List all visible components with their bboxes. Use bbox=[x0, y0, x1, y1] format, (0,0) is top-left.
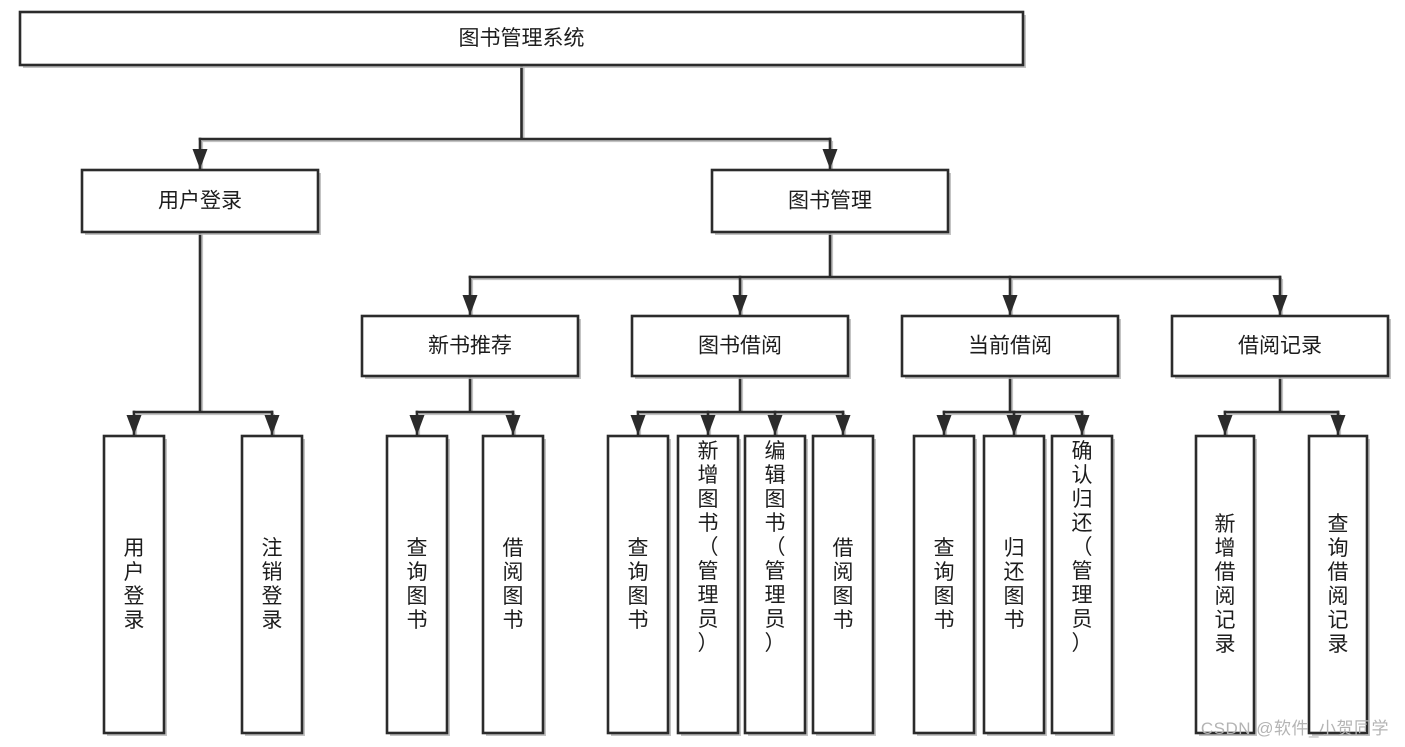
node-label: 编辑图书（管理员） bbox=[765, 440, 786, 655]
node-label: 查询图书 bbox=[628, 537, 649, 632]
node-label: 查询借阅记录 bbox=[1328, 513, 1349, 656]
arrow-head bbox=[835, 415, 851, 435]
node-box[interactable] bbox=[710, 168, 950, 234]
node-user-login[interactable]: 用户登录 bbox=[80, 168, 321, 235]
node-label: 归还图书 bbox=[1004, 537, 1025, 632]
node-box[interactable] bbox=[630, 314, 850, 378]
node-label: 图书借阅 bbox=[698, 335, 782, 358]
node-box[interactable] bbox=[1307, 434, 1369, 735]
node-leaf-query-book-borrow[interactable]: 查询图书 bbox=[606, 434, 671, 736]
arrow-head bbox=[1006, 415, 1022, 435]
node-current-borrow[interactable]: 当前借阅 bbox=[900, 314, 1121, 379]
node-leaf-borrow-book-recommend[interactable]: 借阅图书 bbox=[481, 434, 546, 736]
node-box[interactable] bbox=[982, 434, 1046, 735]
arrow-head bbox=[732, 295, 748, 315]
node-leaf-query-book-recommend[interactable]: 查询图书 bbox=[385, 434, 450, 736]
node-new-book-recommend[interactable]: 新书推荐 bbox=[360, 314, 581, 379]
arrow-head bbox=[126, 415, 142, 435]
arrow-head bbox=[767, 415, 783, 435]
node-label: 借阅图书 bbox=[833, 537, 854, 632]
arrow-head bbox=[630, 415, 646, 435]
node-label: 新书推荐 bbox=[428, 335, 512, 358]
node-box[interactable] bbox=[240, 434, 304, 735]
node-label: 用户登录 bbox=[158, 190, 242, 213]
arrow-head bbox=[192, 149, 208, 169]
node-label: 注销登录 bbox=[262, 537, 283, 632]
node-box[interactable] bbox=[912, 434, 976, 735]
arrow-head bbox=[264, 415, 280, 435]
node-box[interactable] bbox=[481, 434, 545, 735]
connector-layer bbox=[126, 63, 1346, 437]
arrow-head bbox=[700, 415, 716, 435]
node-label: 查询图书 bbox=[407, 537, 428, 632]
node-box[interactable] bbox=[1194, 434, 1256, 735]
node-leaf-logout[interactable]: 注销登录 bbox=[240, 434, 305, 736]
node-box[interactable] bbox=[606, 434, 670, 735]
node-label: 当前借阅 bbox=[968, 335, 1052, 358]
arrow-head bbox=[462, 295, 478, 315]
node-root[interactable]: 图书管理系统 bbox=[18, 10, 1026, 68]
arrow-head bbox=[409, 415, 425, 435]
arrow-head bbox=[822, 149, 838, 169]
arrow-head bbox=[936, 415, 952, 435]
node-label: 图书管理 bbox=[788, 190, 872, 213]
node-leaf-borrow-book[interactable]: 借阅图书 bbox=[811, 434, 876, 736]
node-box[interactable] bbox=[743, 434, 807, 735]
arrow-head bbox=[1330, 415, 1346, 435]
node-box[interactable] bbox=[80, 168, 320, 234]
arrow-head bbox=[1002, 295, 1018, 315]
node-label: 新增图书（管理员） bbox=[698, 440, 719, 655]
node-label: 确认归还（管理员） bbox=[1072, 440, 1093, 655]
node-leaf-confirm-return-admin[interactable]: 确认归还（管理员） bbox=[1050, 434, 1115, 736]
node-label: 图书管理系统 bbox=[459, 27, 585, 50]
node-box[interactable] bbox=[360, 314, 580, 378]
node-leaf-add-book-admin[interactable]: 新增图书（管理员） bbox=[676, 434, 741, 736]
node-box[interactable] bbox=[1170, 314, 1390, 378]
node-leaf-user-login[interactable]: 用户登录 bbox=[102, 434, 167, 736]
node-label: 新增借阅记录 bbox=[1215, 513, 1236, 656]
node-leaf-edit-book-admin[interactable]: 编辑图书（管理员） bbox=[743, 434, 808, 736]
node-label: 借阅记录 bbox=[1238, 335, 1322, 358]
arrow-head bbox=[505, 415, 521, 435]
node-leaf-add-borrow-record[interactable]: 新增借阅记录 bbox=[1194, 434, 1257, 736]
node-leaf-return-book[interactable]: 归还图书 bbox=[982, 434, 1047, 736]
node-box[interactable] bbox=[18, 10, 1025, 67]
arrow-head bbox=[1272, 295, 1288, 315]
node-box[interactable] bbox=[676, 434, 740, 735]
node-book-borrow[interactable]: 图书借阅 bbox=[630, 314, 851, 379]
node-label: 借阅图书 bbox=[503, 537, 524, 632]
node-box[interactable] bbox=[900, 314, 1120, 378]
node-book-management[interactable]: 图书管理 bbox=[710, 168, 951, 235]
arrow-head bbox=[1217, 415, 1233, 435]
node-borrow-record[interactable]: 借阅记录 bbox=[1170, 314, 1391, 379]
node-box[interactable] bbox=[811, 434, 875, 735]
node-label: 用户登录 bbox=[124, 537, 145, 632]
node-leaf-query-book-current[interactable]: 查询图书 bbox=[912, 434, 977, 736]
node-box[interactable] bbox=[1050, 434, 1114, 735]
node-layer: 图书管理系统用户登录图书管理新书推荐图书借阅当前借阅借阅记录用户登录注销登录查询… bbox=[18, 10, 1391, 736]
node-label: 查询图书 bbox=[934, 537, 955, 632]
node-box[interactable] bbox=[385, 434, 449, 735]
node-box[interactable] bbox=[102, 434, 166, 735]
arrow-head bbox=[1074, 415, 1090, 435]
node-leaf-query-borrow-record[interactable]: 查询借阅记录 bbox=[1307, 434, 1370, 736]
